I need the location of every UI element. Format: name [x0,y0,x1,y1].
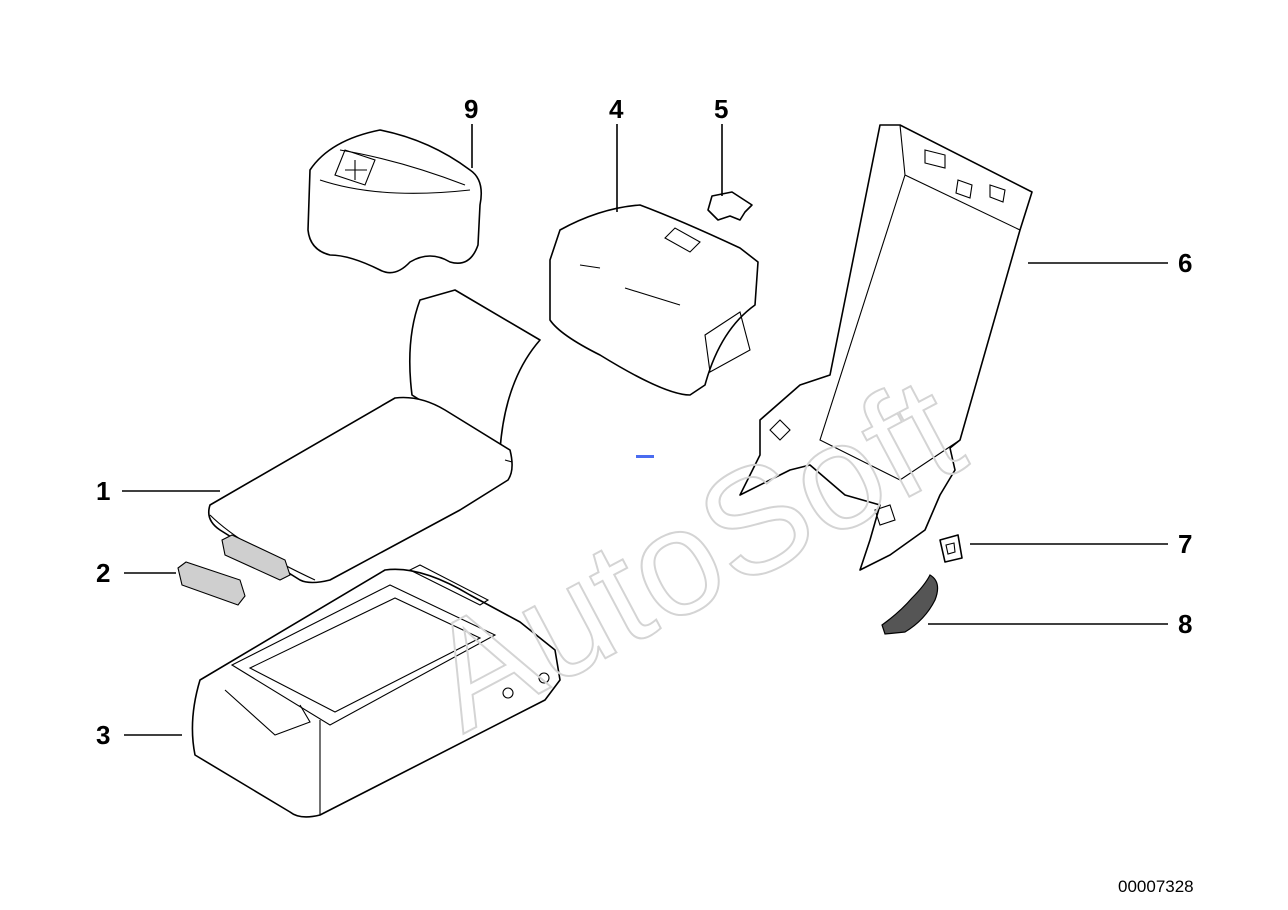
callout-6: 6 [1178,248,1192,278]
diagram-reference-number: 00007328 [1118,877,1194,896]
callout-9: 9 [464,94,478,124]
cross-icon [345,160,367,180]
callout-2: 2 [96,558,110,588]
callout-7: 7 [1178,529,1192,559]
part-1-lid[interactable] [207,289,541,584]
part-6-frame[interactable] [739,124,1033,571]
part-9-first-aid-kit[interactable] [307,129,483,274]
callout-5: 5 [714,94,728,124]
callout-3: 3 [96,720,110,750]
callout-8: 8 [1178,609,1192,639]
part-5-clip[interactable] [707,191,753,221]
part-8-catch[interactable] [881,574,939,635]
callout-4: 4 [609,94,624,124]
part-7-bracket[interactable] [939,534,963,563]
cursor-mark [636,455,654,458]
callout-1: 1 [96,476,110,506]
part-3-storage-base[interactable] [191,564,561,818]
part-2-trim[interactable] [177,534,291,606]
leader-lines [122,124,1168,736]
part-4-cover[interactable] [549,204,759,396]
